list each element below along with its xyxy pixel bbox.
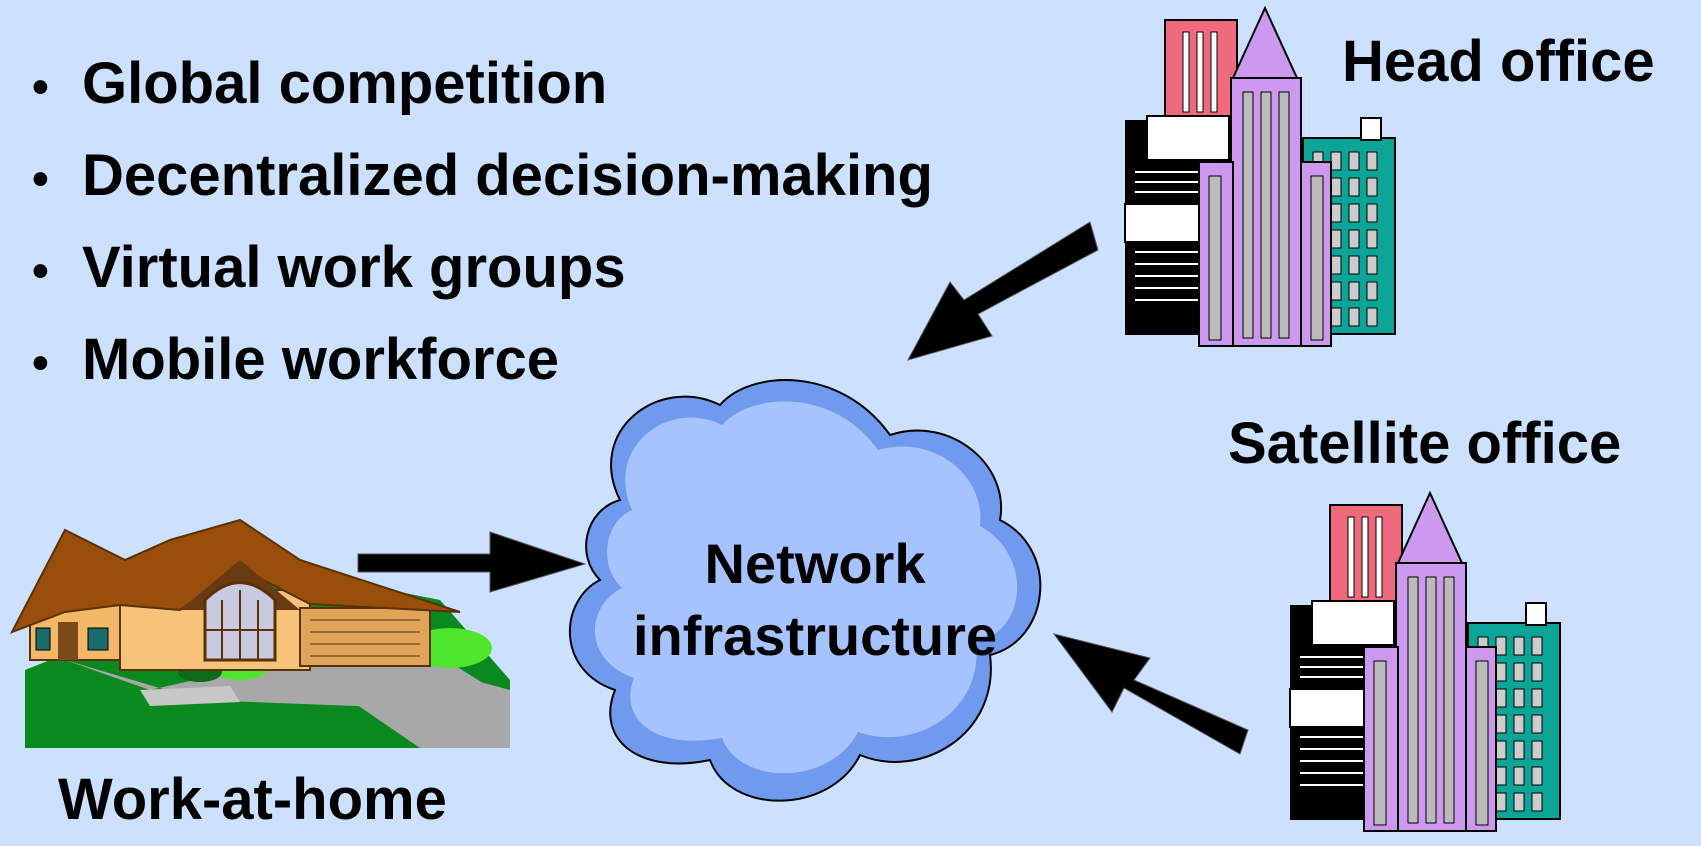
bullet-text: Decentralized decision-making — [82, 143, 933, 208]
work-at-home-label: Work-at-home — [58, 767, 447, 832]
bullet-icon: • — [32, 245, 49, 298]
house-icon — [9, 518, 510, 748]
bullet-icon: • — [32, 153, 49, 206]
bullet-text: Mobile workforce — [82, 327, 559, 392]
network-label-line2: infrastructure — [632, 604, 998, 667]
bullet-text: Global competition — [82, 51, 608, 116]
bullet-icon: • — [32, 337, 49, 390]
bullet-text: Virtual work groups — [82, 235, 626, 300]
network-cloud-icon — [569, 379, 1042, 802]
arrow-icon — [1052, 633, 1249, 755]
bullet-item: • Global competition — [32, 40, 933, 132]
arrow-icon — [357, 531, 587, 593]
network-label-line1: Network — [704, 532, 926, 595]
bullet-icon: • — [32, 61, 49, 114]
bullet-item: • Mobile workforce — [32, 316, 933, 408]
bullet-item: • Virtual work groups — [32, 224, 933, 316]
arrow-icon — [906, 221, 1099, 361]
bullet-list: • Global competition • Decentralized decis… — [32, 40, 933, 408]
satellite-office-building-icon — [1289, 492, 1561, 832]
network-infrastructure-label: Network infrastructure — [600, 528, 1030, 672]
head-office-label: Head office — [1342, 29, 1655, 94]
satellite-office-label: Satellite office — [1228, 411, 1622, 476]
bullet-item: • Decentralized decision-making — [32, 132, 933, 224]
